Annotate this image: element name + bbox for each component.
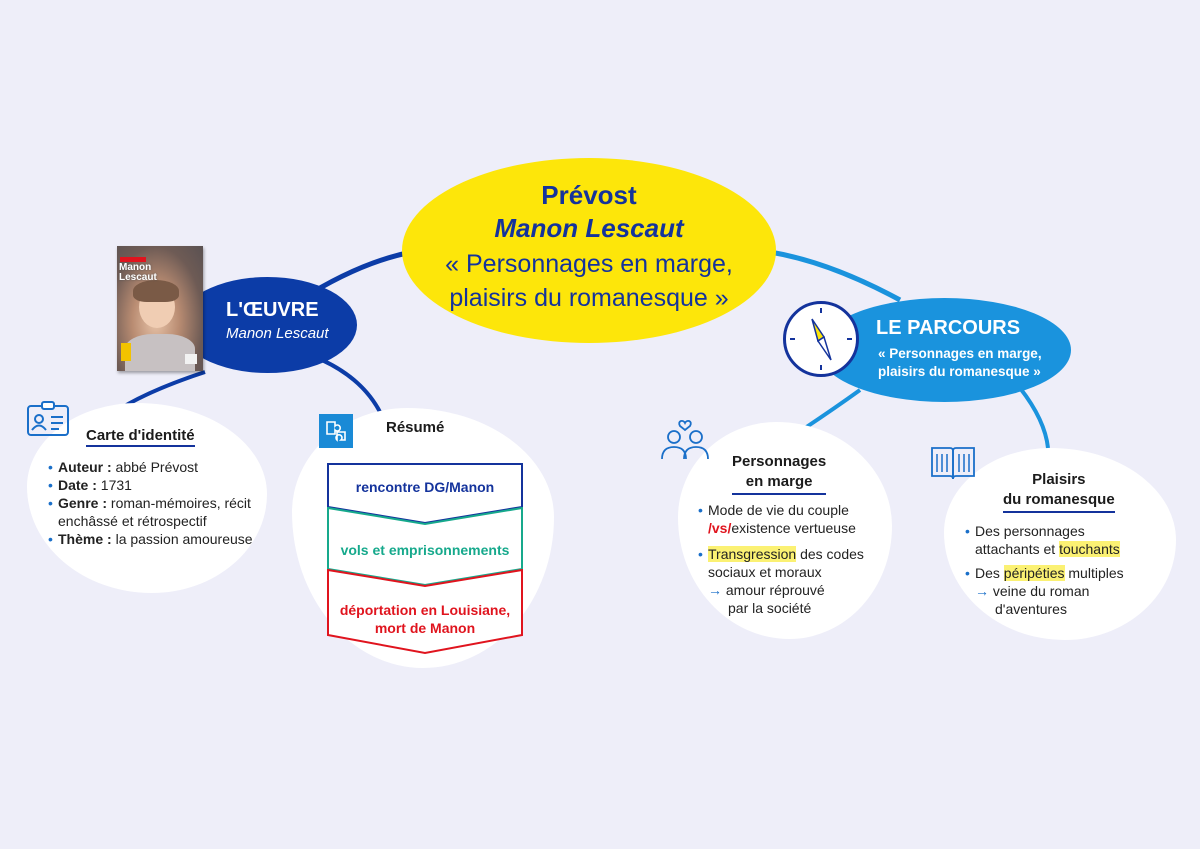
plaisirs-title-line-2: du romanesque xyxy=(1003,491,1115,508)
couple-icon xyxy=(661,419,709,460)
parcours-theme: « Personnages en marge, plaisirs du roma… xyxy=(402,247,776,315)
parcours-subtitle: « Personnages en marge, plaisirs du roma… xyxy=(878,345,1042,381)
resume-step-1: rencontre DG/Manon xyxy=(355,479,495,495)
list-item: Des péripéties multiples → veine du roma… xyxy=(965,564,1155,618)
book-cover-image: Manon Lescaut xyxy=(117,246,203,371)
parcours-title: LE PARCOURS xyxy=(876,317,1021,339)
puzzle-icon xyxy=(319,414,353,448)
resume-title: Résumé xyxy=(386,419,445,436)
list-item: Genre : roman-mémoires, récit enchâssé e… xyxy=(48,494,258,530)
work-title: Manon Lescaut xyxy=(494,213,684,243)
plaisirs-list: Des personnages attachants et touchants … xyxy=(965,522,1155,618)
resume-step-3: déportation en Louisiane, mort de Manon xyxy=(327,601,523,637)
open-book-icon xyxy=(931,447,975,480)
oeuvre-subtitle: Manon Lescaut xyxy=(226,325,329,342)
personnages-title: Personnages en marge xyxy=(732,452,827,495)
parcours-node: LE PARCOURS « Personnages en marge, plai… xyxy=(818,298,1071,402)
list-item: Transgression des codes sociaux et morau… xyxy=(698,545,883,617)
cover-title-line-1: Manon xyxy=(119,262,152,273)
resume-step-3-line-2: mort de Manon xyxy=(374,620,476,636)
plaisirs-title: Plaisirs du romanesque xyxy=(1003,470,1115,513)
list-item: Auteur : abbé Prévost xyxy=(48,458,258,476)
central-node: Prévost Manon Lescaut « Personnages en m… xyxy=(402,158,776,343)
parcours-subtitle-line-2: plaisirs du romanesque » xyxy=(878,364,1041,379)
resume-step-3-shape xyxy=(327,569,523,655)
personnages-title-line-2: en marge xyxy=(745,473,813,490)
theme-line-2: plaisirs du romanesque » xyxy=(449,284,729,312)
theme-line-1: « Personnages en marge, xyxy=(445,250,733,278)
oeuvre-node: L'ŒUVRE Manon Lescaut xyxy=(178,277,357,373)
list-item: Thème : la passion amoureuse xyxy=(48,530,258,548)
list-item: Mode de vie du couple /vs/existence vert… xyxy=(698,501,883,537)
personnages-title-line-1: Personnages xyxy=(732,453,827,470)
plaisirs-title-line-1: Plaisirs xyxy=(1032,471,1086,488)
parcours-subtitle-line-1: « Personnages en marge, xyxy=(878,346,1042,361)
resume-step-3-line-1: déportation en Louisiane, xyxy=(339,602,511,618)
compass-icon xyxy=(783,301,859,377)
id-card-icon xyxy=(27,401,69,436)
list-item: Des personnages attachants et touchants xyxy=(965,522,1155,558)
carte-identite-list: Auteur : abbé Prévost Date : 1731 Genre … xyxy=(48,458,258,548)
personnages-list: Mode de vie du couple /vs/existence vert… xyxy=(698,501,883,617)
oeuvre-title: L'ŒUVRE xyxy=(226,299,319,321)
cover-title-line-2: Lescaut xyxy=(119,272,157,283)
author-name: Prévost xyxy=(541,180,637,210)
resume-step-2: vols et emprisonnements xyxy=(340,542,510,558)
list-item: Date : 1731 xyxy=(48,476,258,494)
carte-identite-title: Carte d'identité xyxy=(86,427,195,447)
